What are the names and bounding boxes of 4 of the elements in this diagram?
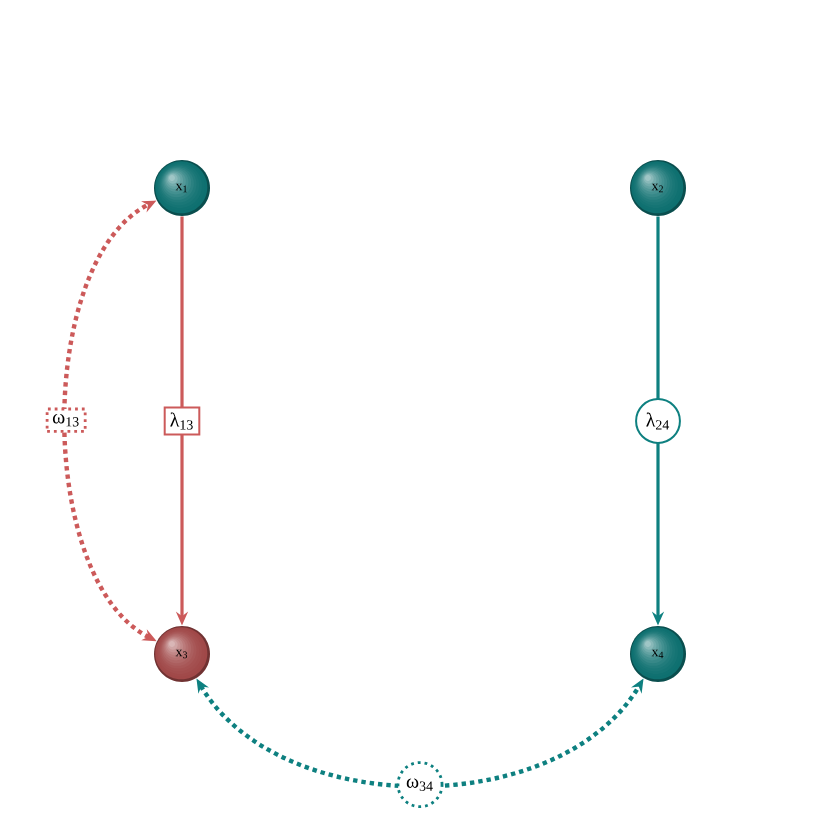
edge-label: λ$_{13}$: [163, 406, 201, 436]
edge-label: λ$_{24}$: [635, 398, 681, 444]
edge-label: ω$_{34}$: [396, 761, 444, 809]
edge-label: ω$_{13}$: [45, 407, 87, 433]
